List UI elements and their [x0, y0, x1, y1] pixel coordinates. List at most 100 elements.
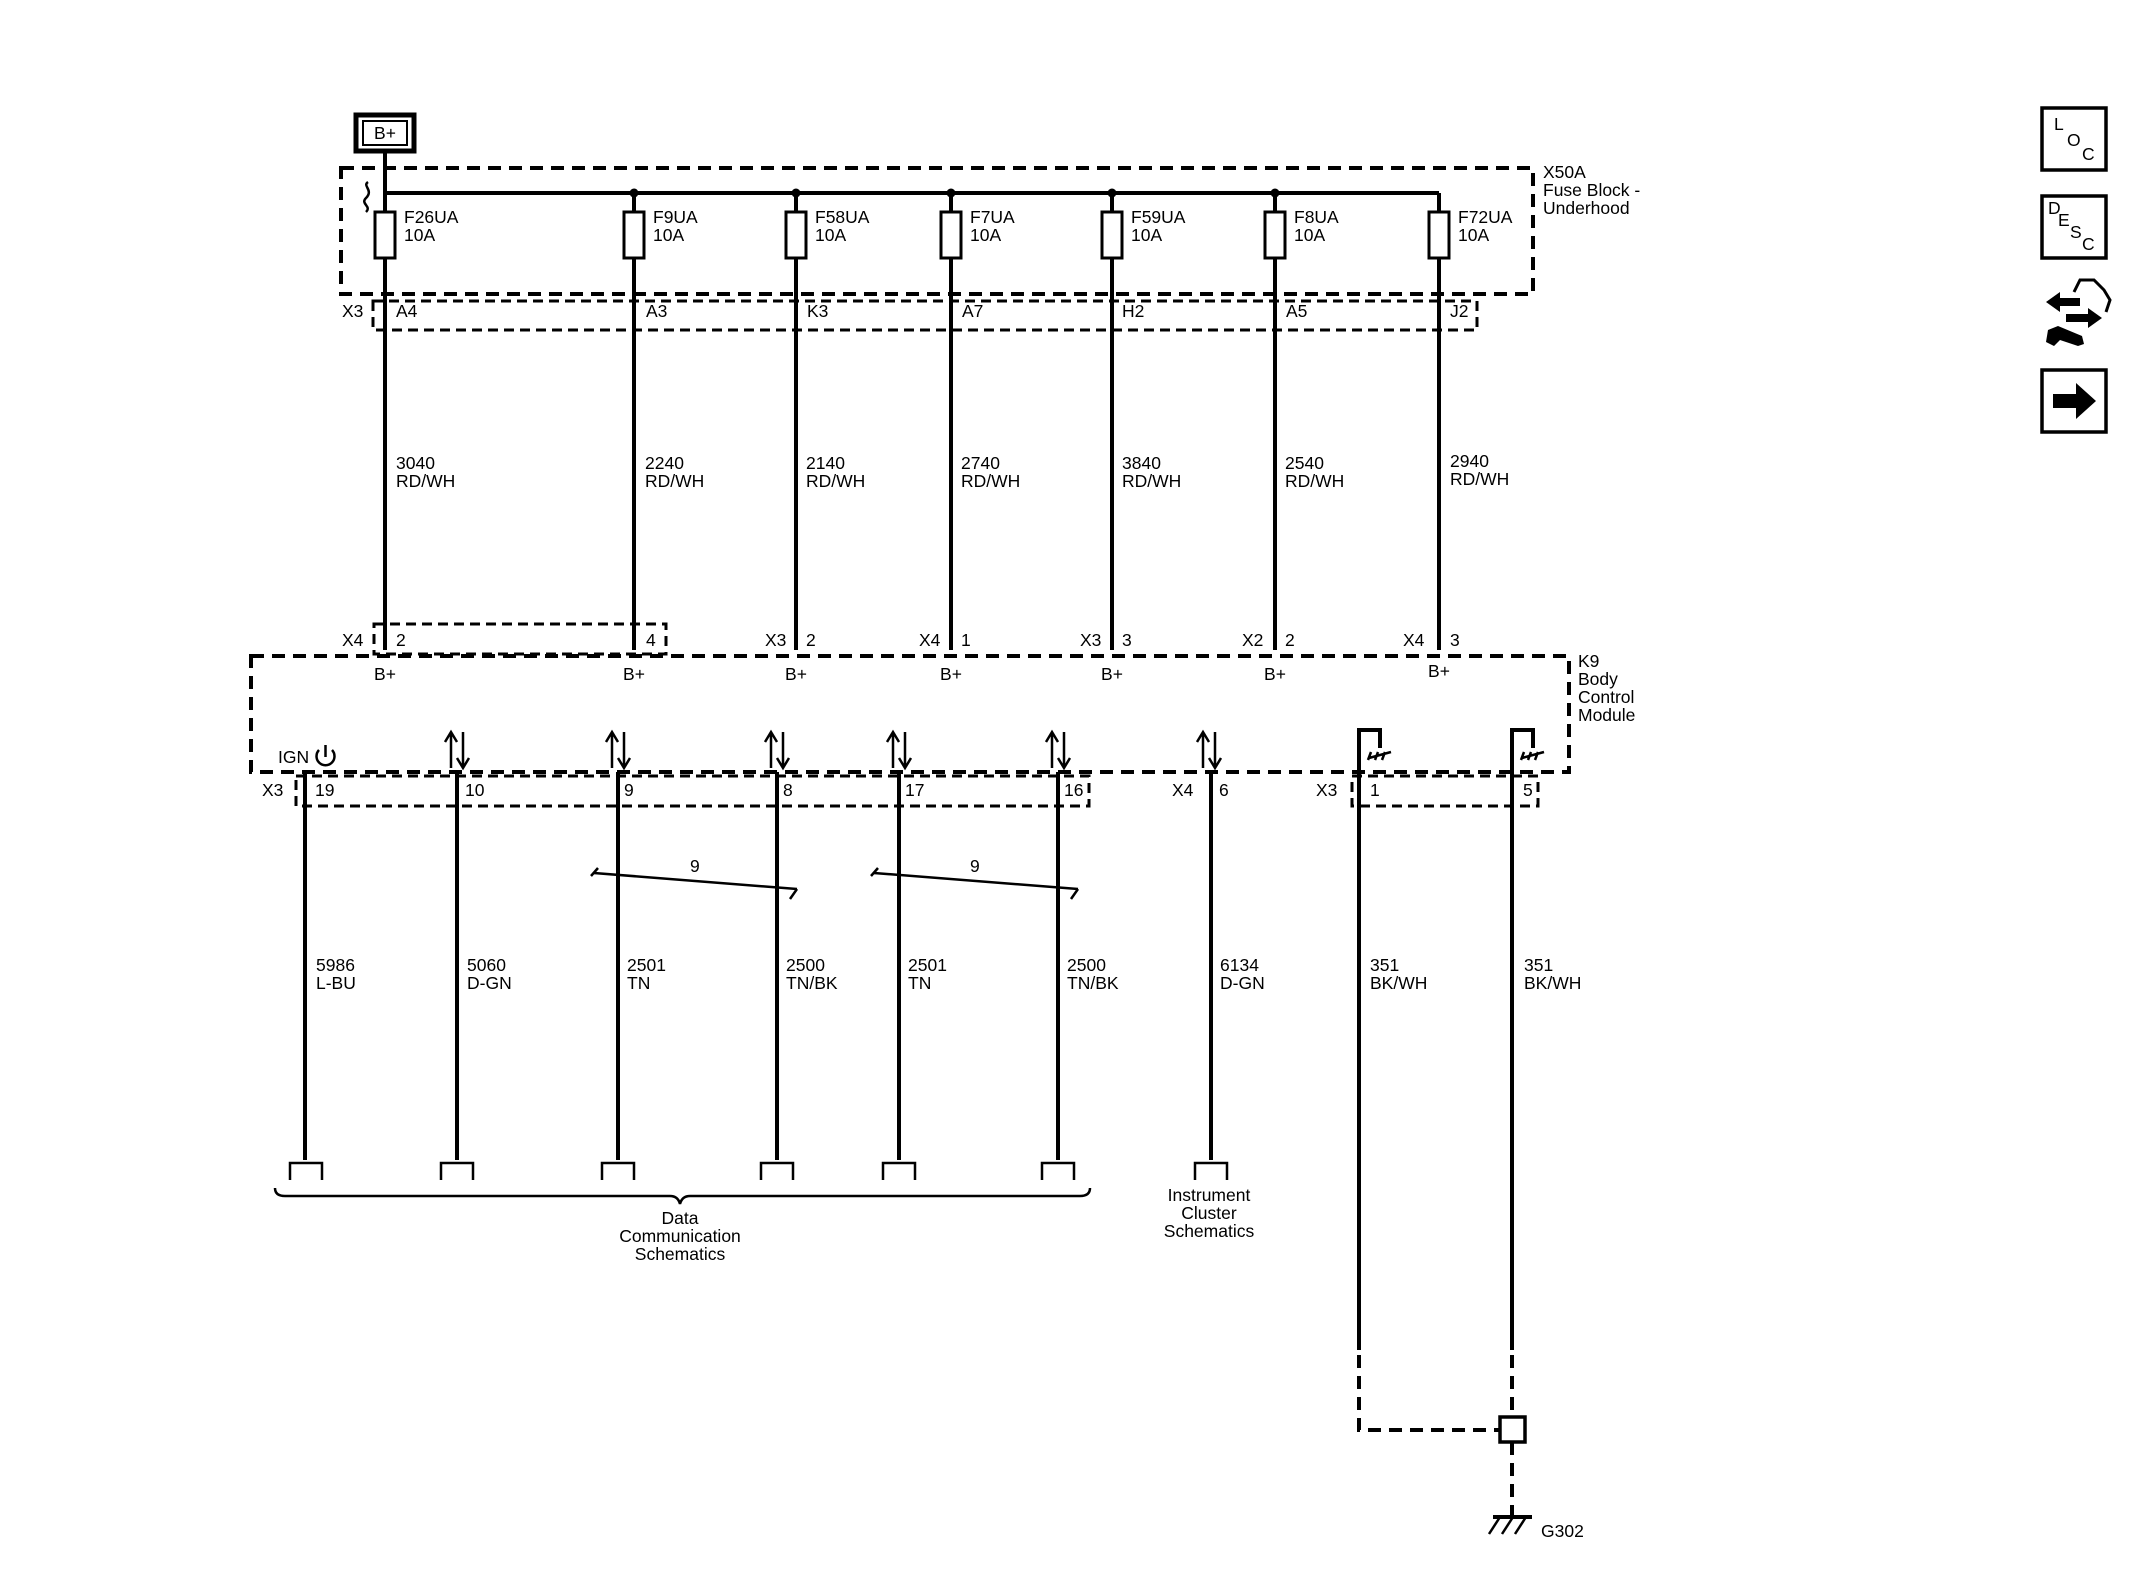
bcm-name: K9: [1578, 651, 1599, 671]
circuit-number: 2500: [1067, 955, 1106, 975]
terminal-label: B+: [785, 664, 807, 684]
internal-ground-icon: [1357, 728, 1392, 772]
bcm-desc-1: Body: [1578, 669, 1618, 689]
power-symbol-icon: [315, 745, 336, 767]
wire-color: D-GN: [1220, 973, 1265, 993]
fuse-pin: A7: [962, 301, 983, 321]
desc-letter-c: C: [2082, 234, 2095, 254]
ign-label: IGN: [278, 747, 309, 767]
b-plus-source: B+: [353, 112, 417, 193]
loc-icon: L O C: [2054, 114, 2095, 164]
reference-line-1: Data: [662, 1208, 699, 1228]
desc-letter-d: D: [2048, 198, 2061, 218]
pin-number: 19: [315, 780, 334, 800]
circuit-number: 351: [1370, 955, 1399, 975]
bidirectional-arrow-icon: [604, 729, 632, 771]
pin-number: 5: [1523, 780, 1533, 800]
bidirectional-arrow-icon: [1195, 729, 1223, 771]
fuse-F9UA: F9UA 10A A3: [622, 188, 698, 650]
wire-color: BK/WH: [1370, 973, 1427, 993]
fuse-name: F58UA: [815, 207, 870, 227]
reference-line-2: Communication: [619, 1226, 741, 1246]
fuse-block: X50A Fuse Block - Underhood X3 F26UA 10A…: [339, 162, 1640, 650]
pin-number: 2: [396, 630, 406, 650]
ground-icon: [1487, 1515, 1532, 1535]
desc-letter-e: E: [2058, 210, 2070, 230]
pin-number: 6: [1219, 780, 1229, 800]
connector-id: X4: [1172, 780, 1194, 800]
pin-number: 4: [646, 630, 656, 650]
power-wire-labels: 3040 RD/WH 2240 RD/WH 2140 RD/WH 2740 RD…: [396, 451, 1509, 491]
fuse-pin: J2: [1450, 301, 1468, 321]
fuse-block-connector: X3: [342, 301, 363, 321]
connector-id: X4: [919, 630, 941, 650]
connector-button[interactable]: [2046, 278, 2112, 346]
fuse-rating: 10A: [970, 225, 1001, 245]
circuit-number: 3840: [1122, 453, 1161, 473]
pin-number: 16: [1064, 780, 1083, 800]
fuse-F58UA: F58UA 10A K3: [784, 188, 870, 650]
wire-color: RD/WH: [1122, 471, 1181, 491]
terminal-label: B+: [940, 664, 962, 684]
fuse-rating: 10A: [1458, 225, 1489, 245]
circuit-number: 2240: [645, 453, 684, 473]
connector-id: X3: [1080, 630, 1101, 650]
pin-number: 1: [961, 630, 971, 650]
reference-line-2: Cluster: [1181, 1203, 1237, 1223]
fuse-F72UA: F72UA 10A J2: [1427, 193, 1513, 650]
wire-color: TN: [908, 973, 931, 993]
loc-button[interactable]: L O C: [2040, 106, 2108, 172]
connector-id: X2: [1242, 630, 1263, 650]
pin-number: 3: [1450, 630, 1460, 650]
bidirectional-arrow-icon: [1044, 729, 1072, 771]
circuit-number: 2501: [908, 955, 947, 975]
arrow-right-icon: [2053, 383, 2096, 419]
fuse-pin: H2: [1122, 301, 1144, 321]
output-wires: 5986 L-BU 5060 D-GN 2501 TN 2500 TN/BK 2…: [288, 772, 1581, 1350]
fuse-F7UA: F7UA 10A A7: [939, 188, 1015, 650]
b-plus-label: B+: [374, 123, 396, 143]
bcm-input-connectors: X4 2 4 X3 2 X4 1 X3 3 X2 2 X4 3: [342, 622, 1460, 656]
fuse-rating: 10A: [1294, 225, 1325, 245]
bcm-desc-2: Control: [1578, 687, 1634, 707]
terminal-label: B+: [1428, 661, 1450, 681]
pin-number: 8: [783, 780, 793, 800]
loc-letter-l: L: [2054, 114, 2064, 134]
fuse-pin: K3: [807, 301, 828, 321]
wire-color: RD/WH: [645, 471, 704, 491]
fuse-F26UA: F26UA 10A A4: [373, 193, 459, 650]
fuse-pin: A4: [396, 301, 418, 321]
twisted-pair-2: 9: [870, 856, 1080, 900]
pin-number: 3: [1122, 630, 1132, 650]
circuit-number: 3040: [396, 453, 435, 473]
twist-label: 9: [970, 856, 980, 876]
wire-color: TN/BK: [1067, 973, 1119, 993]
connector-id: X3: [1316, 780, 1337, 800]
next-button[interactable]: [2040, 368, 2108, 434]
data-communication-reference: Data Communication Schematics: [273, 1187, 1092, 1264]
instrument-cluster-reference: Instrument Cluster Schematics: [1164, 1185, 1255, 1241]
connector-id: X4: [342, 630, 364, 650]
reference-line-3: Schematics: [635, 1244, 726, 1264]
fuse-name: F8UA: [1294, 207, 1339, 227]
desc-icon: D E S C: [2048, 198, 2095, 254]
pin-number: 1: [1370, 780, 1380, 800]
loc-letter-c: C: [2082, 144, 2095, 164]
wire-color: RD/WH: [1450, 469, 1509, 489]
fuse-rating: 10A: [653, 225, 684, 245]
fuse-pin: A5: [1286, 301, 1307, 321]
connector-id: X4: [1403, 630, 1425, 650]
wire-color: D-GN: [467, 973, 512, 993]
desc-button[interactable]: D E S C: [2040, 194, 2108, 260]
circuit-number: 2540: [1285, 453, 1324, 473]
fuse-name: F72UA: [1458, 207, 1513, 227]
terminal-label: B+: [623, 664, 645, 684]
body-control-module: K9 Body Control Module B+ B+ B+ B+ B+ B+…: [249, 651, 1635, 774]
wire-color: RD/WH: [806, 471, 865, 491]
circuit-number: 5060: [467, 955, 506, 975]
fuse-block-desc-1: Fuse Block -: [1543, 180, 1640, 200]
wire-color: TN: [627, 973, 650, 993]
wire-color: RD/WH: [1285, 471, 1344, 491]
fuse-name: F7UA: [970, 207, 1015, 227]
